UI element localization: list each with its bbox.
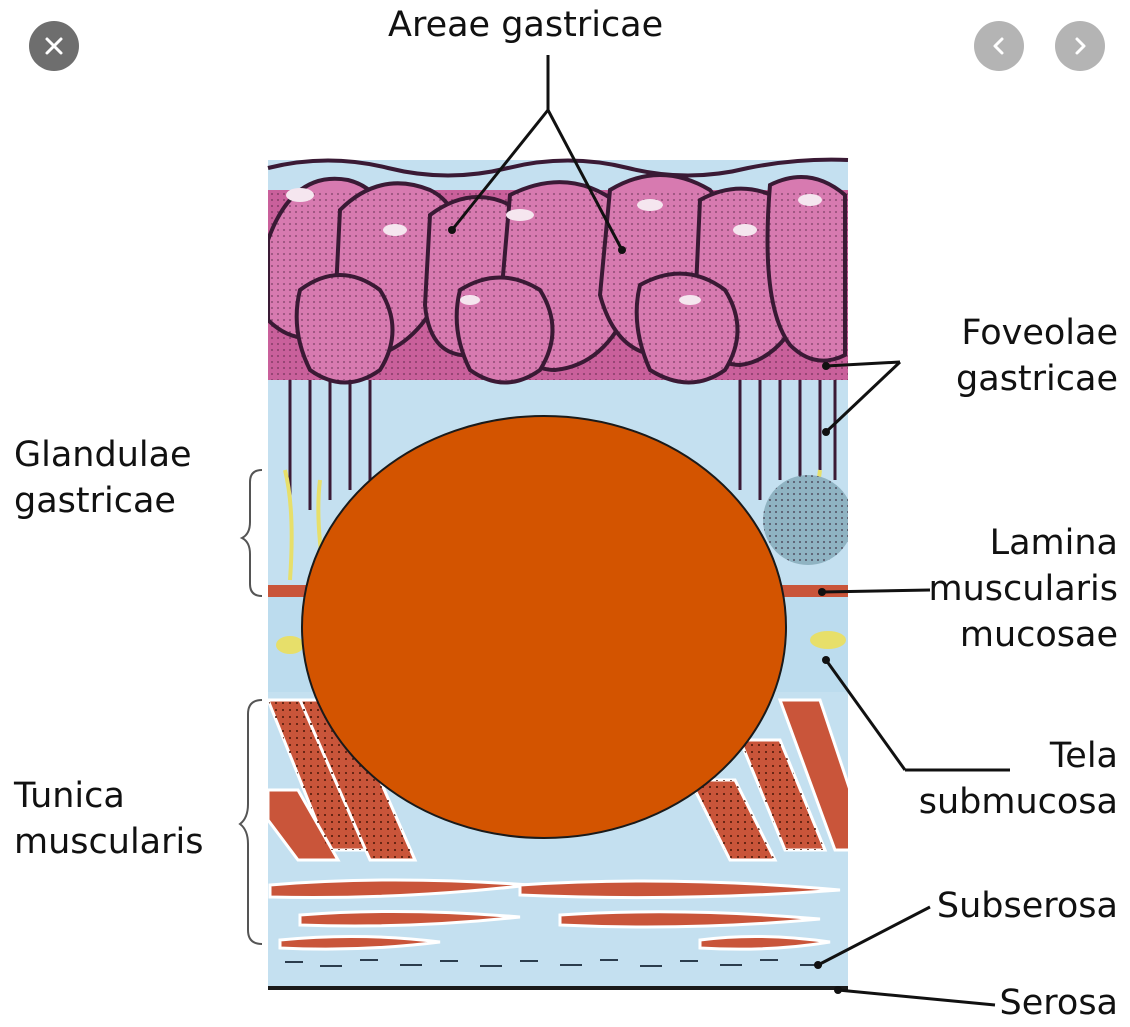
mucosa-layer (268, 175, 848, 383)
label-tunica-muscularis: Tunica muscularis (14, 773, 203, 865)
label-areae-gastricae: Areae gastricae (388, 2, 663, 48)
label-tela-submucosa: Tela submucosa (919, 733, 1118, 825)
label-foveolae-gastricae: Foveolae gastricae (956, 310, 1118, 402)
brace-tunica (240, 700, 262, 944)
label-lamina-muscularis-mucosae: Lamina muscularis mucosae (929, 520, 1118, 658)
close-icon (43, 35, 65, 57)
chevron-left-icon (988, 35, 1010, 57)
occluding-ellipse (302, 416, 786, 838)
label-serosa: Serosa (1000, 980, 1118, 1026)
next-button[interactable] (1055, 21, 1105, 71)
brace-glandulae (242, 470, 262, 596)
close-button[interactable] (29, 21, 79, 71)
previous-button[interactable] (974, 21, 1024, 71)
label-subserosa: Subserosa (937, 883, 1118, 929)
chevron-right-icon (1069, 35, 1091, 57)
label-glandulae-gastricae: Glandulae gastricae (14, 432, 192, 524)
